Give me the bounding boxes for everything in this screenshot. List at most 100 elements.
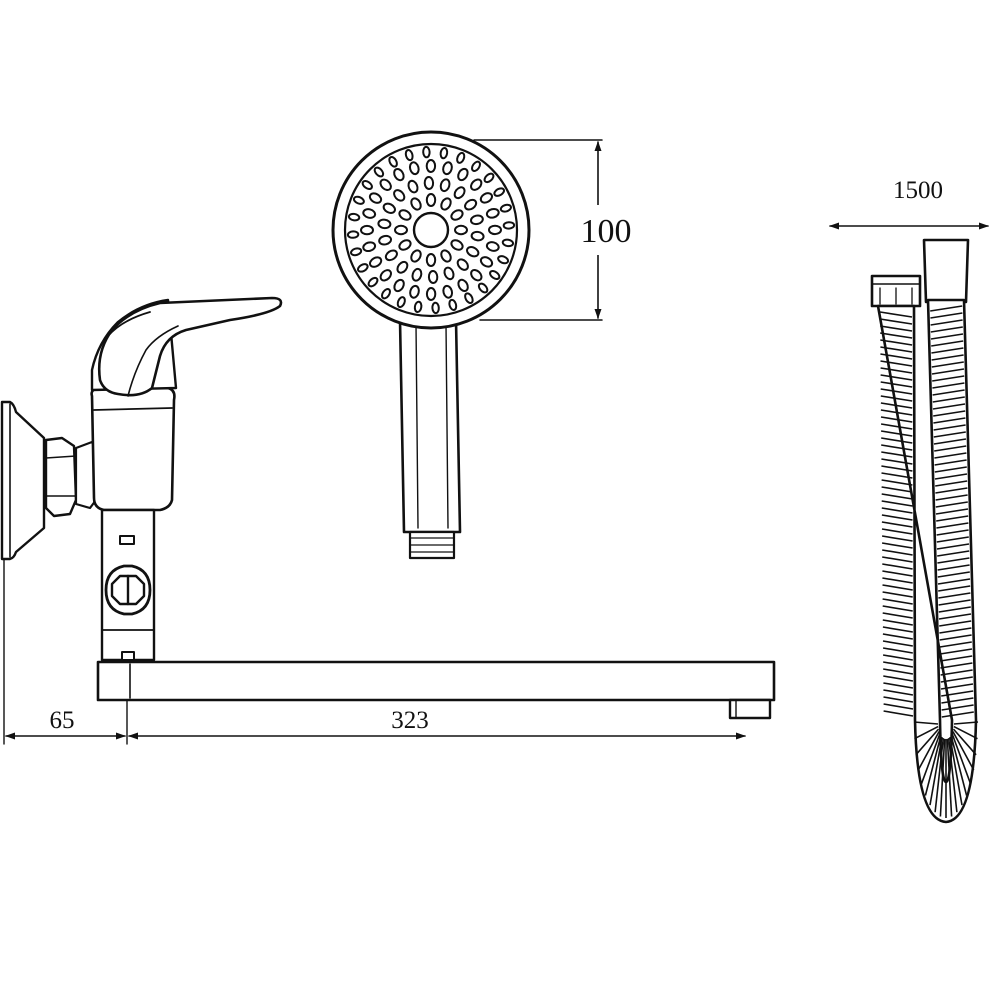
hose-rib	[883, 675, 914, 682]
nozzle-hole	[497, 255, 510, 265]
nozzle-hole	[393, 189, 406, 202]
wall-flange	[0, 400, 46, 561]
hose-rib	[933, 424, 966, 431]
nozzle-hole	[439, 178, 451, 193]
nozzle-hole	[388, 155, 398, 168]
hose-rib	[937, 564, 970, 571]
hose-rib	[937, 571, 970, 578]
nozzle-hole	[440, 249, 452, 263]
hose-rib	[935, 494, 968, 501]
hose-ribs	[879, 305, 979, 818]
hose-rib	[881, 542, 913, 549]
nozzle-hole	[439, 146, 449, 160]
hose-rib	[880, 332, 913, 339]
hose-rib	[930, 326, 963, 333]
nozzle-hole	[488, 224, 502, 236]
hose-rib	[935, 501, 968, 508]
nozzle-hole	[502, 221, 516, 230]
dim-label-hose: 1500	[893, 177, 943, 204]
hose-rib	[913, 721, 939, 725]
hose-rib	[930, 319, 963, 326]
hose-rib	[881, 507, 913, 514]
shower-head-center	[412, 211, 450, 249]
nozzle-hole	[425, 287, 437, 301]
mixer-body	[90, 386, 176, 512]
hose-rib	[938, 613, 972, 620]
hose-rib	[882, 584, 913, 591]
nozzle-hole	[456, 258, 469, 271]
hose-rib	[915, 728, 940, 756]
shower-handle	[398, 318, 462, 534]
nozzle-hole	[410, 197, 422, 211]
hose-rib	[940, 662, 973, 669]
mixer-lever[interactable]	[97, 296, 283, 397]
hose-rib	[883, 668, 914, 675]
spout-arm	[96, 660, 776, 702]
hose-rib	[883, 689, 914, 696]
hose-rib	[881, 521, 913, 528]
hose-rib	[941, 690, 974, 697]
nozzle-hole	[379, 178, 392, 191]
hose-rib	[938, 599, 971, 606]
hose-rib	[881, 472, 913, 479]
hose-dimensions: 1500	[829, 177, 989, 230]
nozzle-hole	[373, 166, 385, 178]
nozzle-hole	[501, 238, 515, 248]
hose-rib	[880, 381, 913, 388]
hose-rib	[937, 557, 970, 564]
nozzle-hole	[485, 207, 500, 219]
hose-rib	[940, 683, 974, 690]
hose-rib	[881, 479, 913, 486]
hose-rib	[917, 731, 940, 771]
hose-rib	[936, 522, 969, 529]
hose-rib	[882, 605, 913, 612]
nozzle-hole	[356, 263, 369, 273]
hose-rib	[932, 389, 965, 396]
hose-rib	[933, 410, 966, 417]
nozzle-hole	[448, 298, 458, 311]
nozzle-hole	[479, 192, 494, 204]
nozzle-hole	[431, 301, 440, 315]
diverter-knob[interactable]	[104, 564, 152, 616]
mixer-drawing	[0, 296, 776, 720]
hose-rib	[882, 577, 913, 584]
hose-rib	[939, 641, 972, 648]
shower-head-face	[343, 142, 519, 318]
nozzle-hole	[425, 193, 437, 207]
hose-rib	[936, 536, 969, 543]
hose-rib	[936, 529, 969, 536]
hose-rib	[931, 340, 964, 347]
nozzle-hole	[381, 288, 391, 300]
hose-rib	[936, 515, 969, 522]
nozzle-hole	[470, 178, 483, 191]
hose-rib	[933, 438, 967, 445]
hose-rib	[883, 682, 914, 689]
nozzle-hole	[499, 203, 512, 213]
nozzle-hole	[470, 230, 485, 242]
hose-rib	[881, 535, 913, 542]
nozzle-hole	[347, 212, 361, 222]
nozzle-hole	[425, 253, 437, 267]
hose-rib	[934, 738, 945, 813]
dim-label-offset: 65	[50, 707, 75, 734]
nozzle-hole	[456, 151, 466, 164]
hose-rib	[880, 325, 913, 332]
hose-rib	[882, 591, 913, 598]
nozzle-hole	[396, 260, 409, 274]
nozzle-hole	[377, 218, 392, 230]
hose-rib	[880, 346, 913, 353]
nozzle-hole	[457, 278, 469, 293]
nozzle-hole	[362, 208, 377, 219]
hose-rib	[880, 395, 913, 402]
nozzle-hole	[409, 284, 420, 299]
nozzle-hole	[411, 267, 423, 282]
nozzle-hole	[396, 296, 406, 309]
hose-rib	[936, 543, 970, 550]
hose-rib	[881, 528, 913, 535]
nozzle-hole	[408, 161, 420, 176]
hose-rib	[950, 735, 968, 796]
hose-rib	[882, 654, 913, 661]
hose-rib	[931, 354, 964, 361]
hose-rib	[949, 736, 963, 806]
nozzle-hole	[485, 241, 500, 252]
